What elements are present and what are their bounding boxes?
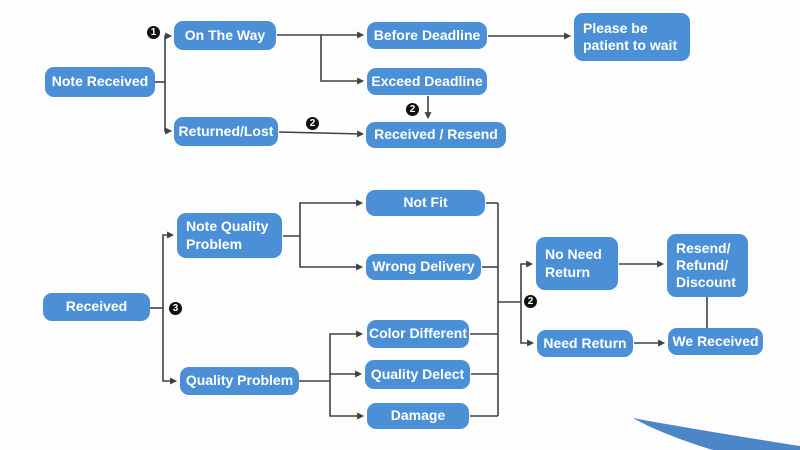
node-wrong-delivery: Wrong Delivery [366, 254, 481, 280]
node-need-return: Need Return [537, 330, 633, 357]
node-returned-lost: Returned/Lost [174, 117, 278, 146]
node-on-the-way: On The Way [174, 21, 276, 50]
node-damage: Damage [367, 403, 469, 429]
node-received-resend: Received / Resend [366, 122, 506, 148]
node-note-quality-problem: Note Quality Problem [177, 213, 282, 258]
node-received: Received [43, 293, 150, 321]
step-badge-2-exceed: 2 [406, 103, 419, 116]
step-badge-1: 1 [147, 26, 160, 39]
step-badge-2-return: 2 [524, 295, 537, 308]
node-resend-refund-discount: Resend/ Refund/ Discount [667, 234, 748, 297]
node-quality-delect: Quality Delect [365, 360, 470, 389]
node-please-wait: Please be patient to wait [574, 13, 690, 61]
node-not-fit: Not Fit [366, 190, 485, 216]
step-badge-3: 3 [169, 302, 182, 315]
node-quality-problem: Quality Problem [180, 367, 299, 395]
node-we-received: We Received [668, 328, 763, 355]
node-before-deadline: Before Deadline [367, 22, 487, 49]
node-color-different: Color Different [367, 320, 469, 348]
step-badge-2-returned: 2 [306, 117, 319, 130]
node-exceed-deadline: Exceed Deadline [367, 68, 487, 95]
swoosh-watermark [633, 418, 800, 450]
node-note-received: Note Received [45, 67, 155, 97]
node-no-need-return: No Need Return [536, 237, 618, 290]
